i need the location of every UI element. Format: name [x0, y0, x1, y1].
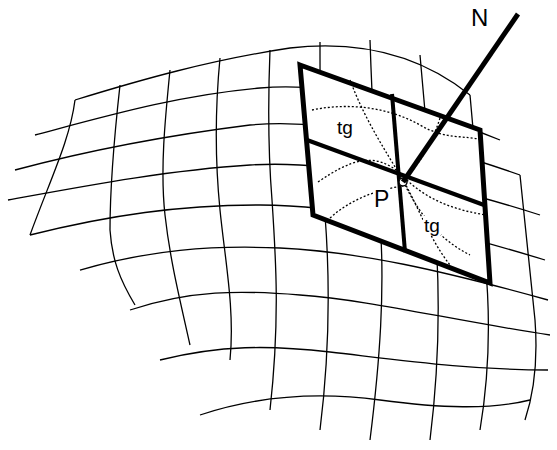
- surface-mesh: [8, 40, 550, 440]
- surface-curves-under-plane: [312, 80, 486, 265]
- normal-vector: [403, 14, 518, 182]
- plane-axes: [307, 94, 484, 252]
- tangent-label: tg: [336, 118, 354, 137]
- normal-label: N: [470, 6, 489, 30]
- point-label: P: [373, 188, 390, 211]
- tangent-label: tg: [423, 216, 441, 235]
